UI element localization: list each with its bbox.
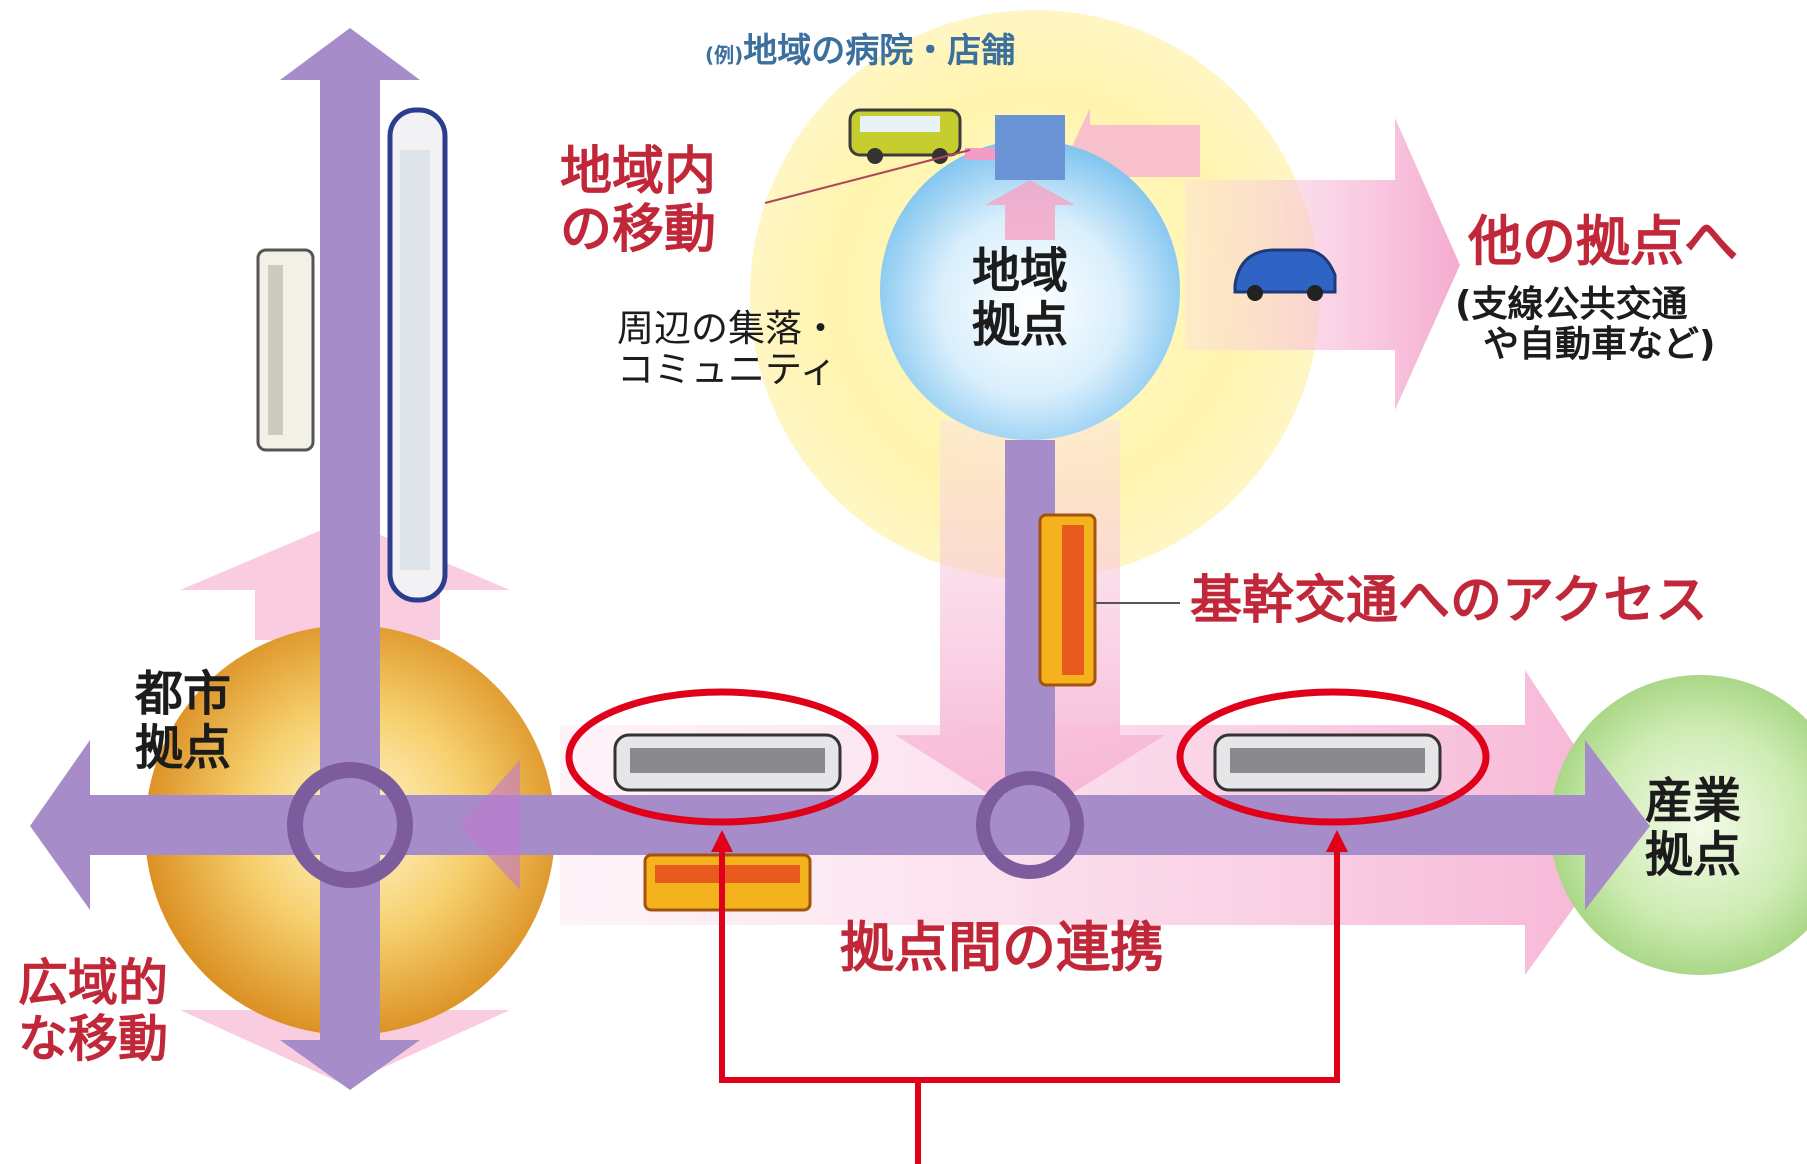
bus-icon-inter-hub	[643, 853, 812, 912]
car-icon	[1233, 248, 1337, 301]
industrial-hub-line2: 拠点	[1645, 826, 1742, 883]
intra-region-move-label: 地域内 の移動	[560, 142, 717, 261]
bus-icon-vertical-left	[256, 248, 315, 452]
to-other-hubs-note-line1: (支線公共交通	[1455, 284, 1688, 325]
train-icon-vertical-right	[387, 107, 448, 603]
urban-hub-node-ring	[287, 762, 413, 888]
highlight-arrowhead-right	[1326, 830, 1348, 852]
facility-square	[995, 115, 1065, 180]
trunk-horizontal-line	[90, 740, 1650, 910]
trunk-access-label: 基幹交通へのアクセス	[1190, 571, 1708, 631]
highlight-ellipse-left-tram	[565, 688, 879, 826]
urban-hub-line1: 都市	[135, 666, 232, 722]
to-other-hubs-note-line2: や自動車など)	[1483, 324, 1716, 366]
regional-hub-label: 地域 拠点	[972, 243, 1069, 353]
regional-hub-node-ring	[976, 771, 1084, 879]
to-other-hubs-note: (支線公共交通 や自動車など)	[1455, 284, 1716, 366]
inter-hub-link-label: 拠点間の連携	[840, 916, 1164, 979]
trunk-vertical-top-head	[280, 28, 420, 80]
pink-arrow-left-small	[965, 148, 995, 160]
wide-area-move-label: 広域的 な移動	[18, 955, 168, 1067]
example-facility-label: (例)地域の病院・店舗	[705, 32, 1015, 70]
trunk-vertical-line	[280, 80, 420, 1090]
example-facility-text: 地域の病院・店舗	[743, 31, 1016, 71]
minivan-icon	[848, 108, 962, 164]
intra-region-move-line1: 地域内	[560, 142, 717, 202]
communities-line2: コミュニティ	[617, 348, 837, 392]
industrial-hub-circle	[1550, 675, 1807, 975]
urban-hub-label: 都市 拠点	[135, 666, 232, 776]
communities-line1: 周辺の集落・	[617, 307, 839, 350]
trunk-horizontal-left-head	[30, 740, 90, 910]
intra-region-move-line2: の移動	[560, 200, 717, 261]
industrial-hub-line1: 産業	[1645, 773, 1742, 829]
wide-area-move-line1: 広域的	[18, 954, 168, 1012]
pink-arrow-up-into-facility	[985, 180, 1075, 240]
regional-hub-line2: 拠点	[972, 296, 1069, 353]
industrial-hub-label: 産業 拠点	[1645, 773, 1742, 883]
urban-hub-line2: 拠点	[135, 719, 232, 776]
regional-hub-circle	[880, 140, 1180, 440]
to-other-hubs-label: 他の拠点へ	[1468, 210, 1738, 273]
wide-area-move-line2: な移動	[18, 1010, 168, 1068]
bus-icon-access	[1038, 513, 1097, 687]
tram-icon-right	[1213, 733, 1442, 792]
intra-move-leader-line	[764, 149, 971, 204]
communities-label: 周辺の集落・ コミュニティ	[617, 308, 839, 391]
inter-hub-left-arrowhead	[460, 760, 520, 890]
tram-icon-left	[613, 733, 842, 792]
regional-hub-line1: 地域	[972, 243, 1069, 299]
highlight-connector-line	[719, 835, 1340, 1083]
example-prefix: (例)	[705, 43, 744, 67]
highlight-arrowhead-left	[711, 830, 733, 852]
highlight-ellipse-right-tram	[1176, 688, 1490, 826]
